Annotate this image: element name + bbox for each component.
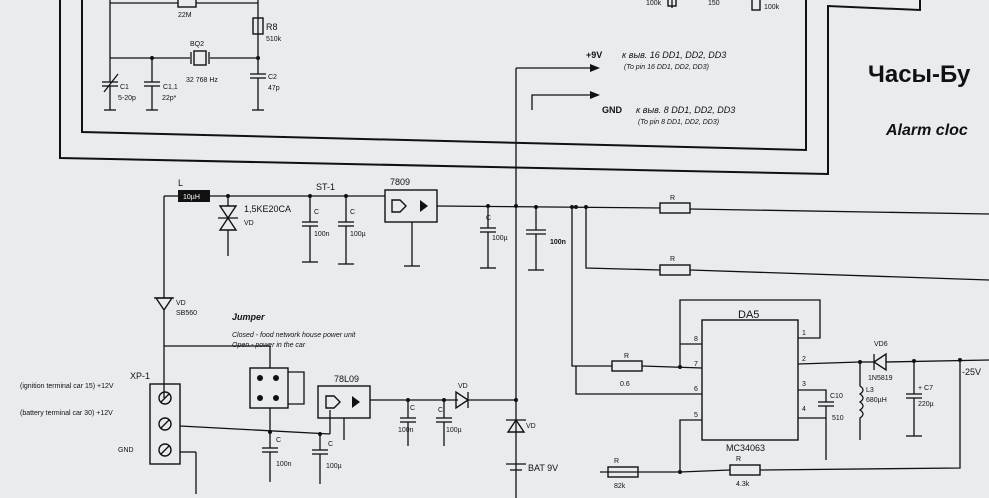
- frame-lines: [59, 0, 921, 176]
- inductor-label: L: [178, 178, 183, 188]
- c10-value: 510: [832, 415, 844, 422]
- da5-section: DA5 MC34063 8 7 6 5 1 2 3 4 R 0.6 R 82k …: [570, 205, 989, 490]
- r-a-label: R: [670, 195, 675, 202]
- r-fb1-value: 82k: [614, 483, 626, 490]
- da5-part: MC34063: [726, 443, 765, 453]
- vd6-label: VD6: [874, 341, 888, 348]
- regulator-7809: [384, 189, 438, 223]
- tvs-vd-label: VD: [244, 220, 254, 227]
- output-voltage-label: -25V: [962, 367, 981, 377]
- r-100k-b: 100k: [764, 4, 780, 11]
- oscillator-section: 22M R8 510k BQ2 32 768 Hz C1 5-20p C1,1 …: [102, 0, 780, 111]
- v9-en-note: (To pin 16 DD1, DD2, DD3): [624, 64, 709, 71]
- c-in-label: C: [276, 437, 281, 444]
- r-sense-label: R: [624, 353, 629, 360]
- c2-value: 47p: [268, 85, 280, 92]
- gnd-label: GND: [602, 105, 623, 115]
- st1-label: ST-1: [316, 182, 335, 192]
- c-b-value: 100µ: [350, 231, 366, 238]
- c-in2-label: C: [328, 441, 333, 448]
- v9-label: +9V: [586, 50, 602, 60]
- gnd-ru-note: к выв. 8 DD1, DD2, DD3: [636, 105, 735, 115]
- xp1-label: XP-1: [130, 371, 150, 381]
- inductor-value: 10µH: [183, 194, 200, 201]
- c-o1-value: 100n: [398, 427, 414, 434]
- input-section: VD SB560 Jumper Closed - food network ho…: [20, 297, 356, 494]
- regulator-78l09-label: 78L09: [334, 374, 359, 384]
- r-sense-value: 0.6: [620, 381, 630, 388]
- c-in-value: 100n: [276, 461, 292, 468]
- da5-pin3: 3: [802, 381, 806, 388]
- da5-pin2: 2: [802, 356, 806, 363]
- sb560-vd: VD: [176, 300, 186, 307]
- c2-label: C2: [268, 74, 277, 81]
- sb560-type: SB560: [176, 310, 197, 317]
- power-notes: +9V к выв. 16 DD1, DD2, DD3 (To pin 16 D…: [516, 50, 735, 126]
- c-c-value: 100µ: [492, 235, 508, 242]
- title-english: Alarm cloc: [885, 122, 968, 139]
- r8-label: R8: [266, 22, 278, 32]
- supply-rail: 10µH L 1,5KE20CA VD ST-1 C 100n C 100µ: [163, 177, 989, 298]
- bq2-label: BQ2: [190, 41, 204, 48]
- jumper-block: [249, 367, 289, 409]
- r-100k-a: 100k: [646, 0, 662, 7]
- c-o1-label: C: [410, 405, 415, 412]
- bq2-frequency: 32 768 Hz: [186, 77, 218, 84]
- r-b-label: R: [670, 256, 675, 263]
- battery-label: BAT 9V: [528, 463, 558, 473]
- c1-value: 5-20p: [118, 95, 136, 102]
- xp1-pin3-label: GND: [118, 447, 134, 454]
- xp1-pin2-label: (battery terminal car 30) +12V: [20, 410, 113, 417]
- da5-label: DA5: [738, 309, 759, 321]
- c11-label: C1,1: [163, 84, 178, 91]
- da5-pin6: 6: [694, 386, 698, 393]
- title-block: Часы-Бу Alarm cloc: [868, 61, 971, 139]
- da5-pin4: 4: [802, 406, 806, 413]
- c-o2-value: 100µ: [446, 427, 462, 434]
- r-150: 150: [708, 0, 720, 7]
- vd-bat-label: VD: [526, 423, 536, 430]
- title-russian: Часы-Бу: [868, 61, 971, 88]
- c-a-value: 100n: [314, 231, 330, 238]
- vd-top-label: VD: [458, 383, 468, 390]
- jumper-closed-note: Closed - food network house power unit: [232, 332, 356, 339]
- da5-pin8: 8: [694, 336, 698, 343]
- xp1-connector: [149, 383, 181, 465]
- c11-value: 22p*: [162, 95, 177, 102]
- r-fb1-label: R: [614, 458, 619, 465]
- r-fb2-value: 4.3k: [736, 481, 750, 488]
- da5-pin5: 5: [694, 412, 698, 419]
- r-22m-label: 22M: [178, 12, 192, 19]
- da5-chip: [701, 319, 799, 441]
- regulator-7809-label: 7809: [390, 177, 410, 187]
- c-o2-label: C: [438, 407, 443, 414]
- jumper-title: Jumper: [232, 312, 265, 322]
- gnd-en-note: (To pin 8 DD1, DD2, DD3): [638, 119, 719, 126]
- tvs-label: 1,5KE20CA: [244, 204, 291, 214]
- c1-label: C1: [120, 84, 129, 91]
- l3-value: 680µH: [866, 397, 887, 404]
- vd6-type: 1N5819: [868, 375, 893, 382]
- c-in2-value: 100µ: [326, 463, 342, 470]
- c10-label: C10: [830, 393, 843, 400]
- l3-label: L3: [866, 387, 874, 394]
- c-a-label: C: [314, 209, 319, 216]
- c-c-label: C: [486, 215, 491, 222]
- c7-label: + C7: [918, 385, 933, 392]
- c7-value: 220µ: [918, 401, 934, 408]
- v9-ru-note: к выв. 16 DD1, DD2, DD3: [622, 50, 726, 60]
- da5-pin1: 1: [802, 330, 806, 337]
- c-b-label: C: [350, 209, 355, 216]
- c-d-value: 100n: [550, 239, 566, 246]
- lower-section: C 100n C 100µ 78L09 C 100n C 100µ VD: [262, 374, 558, 484]
- r-fb2-label: R: [736, 456, 741, 463]
- xp1-pin1-label: (ignition terminal car 15) +12V: [20, 383, 114, 390]
- da5-pin7: 7: [694, 361, 698, 368]
- r8-value: 510k: [266, 36, 282, 43]
